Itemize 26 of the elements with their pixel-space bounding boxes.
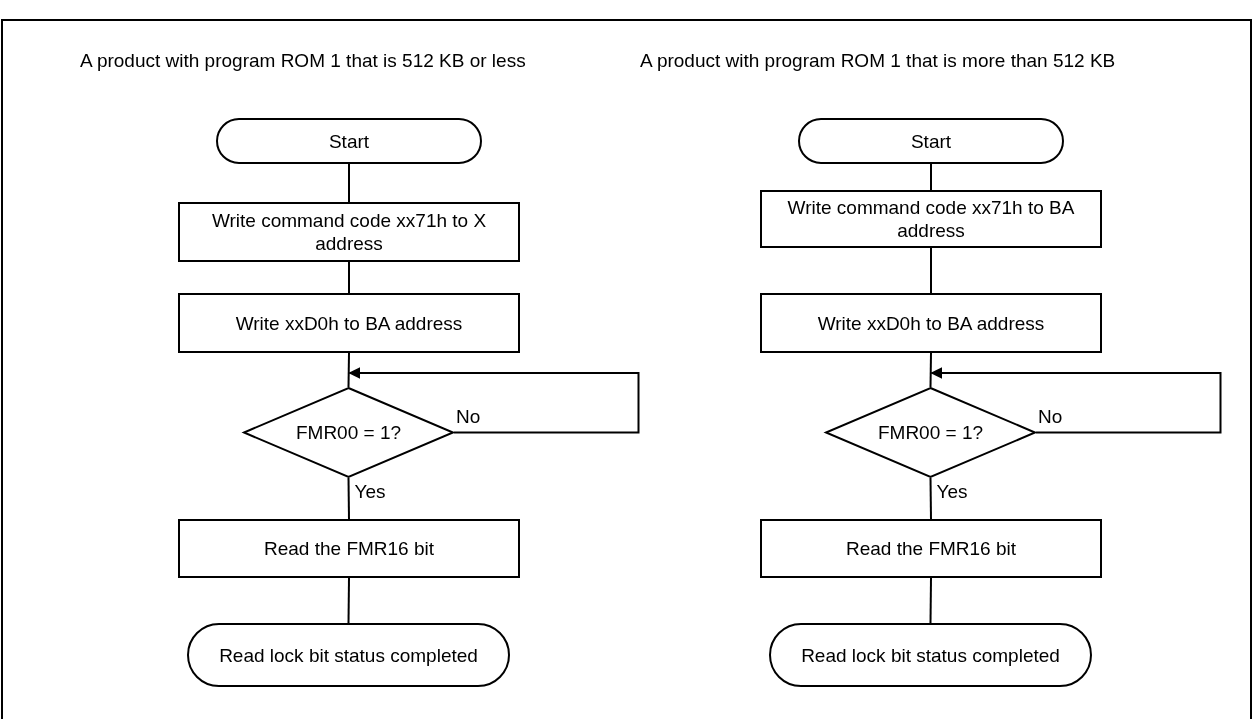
connector-line xyxy=(929,352,932,388)
decision-diamond: FMR00 = 1? xyxy=(243,387,454,478)
terminal-shape: Read lock bit status completed xyxy=(769,623,1092,687)
connector-line xyxy=(347,352,350,388)
loop-arrow xyxy=(930,367,1222,434)
heading-text: A product with program ROM 1 that is 512 KB or less xyxy=(80,50,526,72)
connector-line xyxy=(347,577,350,624)
process-box: Write command code xx71h to BA address xyxy=(760,190,1102,248)
terminal-shape: Start xyxy=(798,118,1064,164)
process-box: Read the FMR16 bit xyxy=(760,519,1102,578)
terminal-shape: Start xyxy=(216,118,482,164)
process-box: Write xxD0h to BA address xyxy=(178,293,520,353)
connector-line xyxy=(347,477,350,520)
terminal-shape: Read lock bit status completed xyxy=(187,623,510,687)
connector-line xyxy=(348,261,350,294)
decision-diamond: FMR00 = 1? xyxy=(825,387,1036,478)
connector-line xyxy=(929,577,932,624)
connector-line xyxy=(929,477,932,520)
connector-line xyxy=(348,163,350,203)
loop-arrow xyxy=(348,367,640,434)
process-box: Write xxD0h to BA address xyxy=(760,293,1102,353)
heading-text: A product with program ROM 1 that is more than 512 KB xyxy=(640,50,1116,72)
process-box: Write command code xx71h to X address xyxy=(178,202,520,262)
connector-line xyxy=(930,163,932,191)
process-box: Read the FMR16 bit xyxy=(178,519,520,578)
connector-line xyxy=(930,247,932,294)
